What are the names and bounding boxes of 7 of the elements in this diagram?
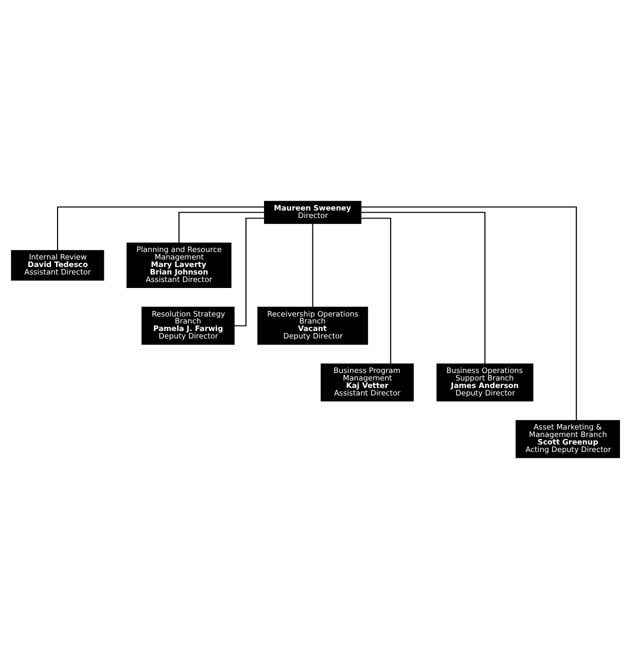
connector bbox=[56, 206, 264, 250]
connector bbox=[312, 224, 313, 307]
connector bbox=[360, 212, 485, 364]
connector bbox=[360, 206, 576, 420]
connector bbox=[178, 212, 264, 243]
connector bbox=[360, 218, 391, 364]
connector bbox=[234, 218, 264, 326]
